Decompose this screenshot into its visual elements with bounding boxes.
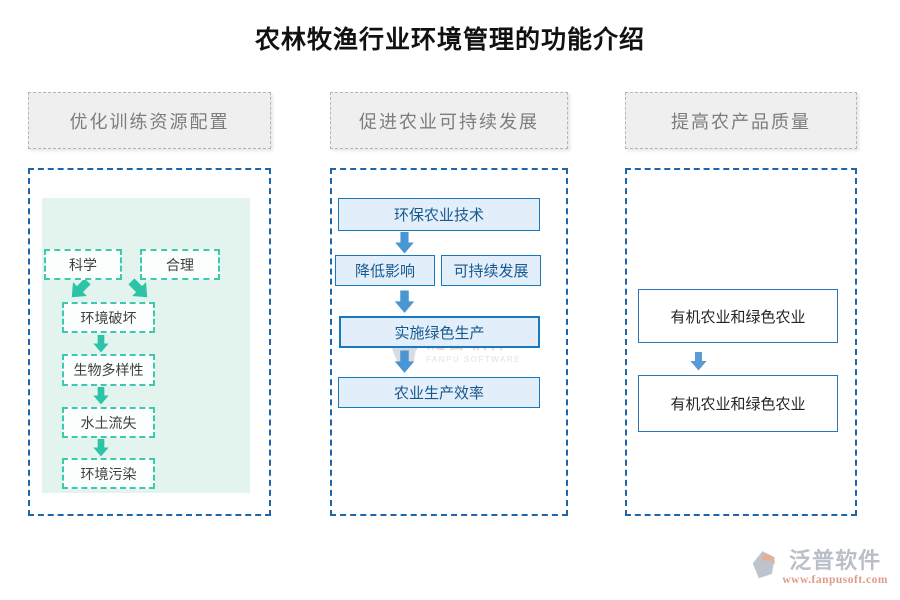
- node-science: 科学: [44, 249, 122, 280]
- arrow-down-icon: [393, 349, 416, 375]
- node-organic-green-agriculture-2: 有机农业和绿色农业: [638, 375, 838, 432]
- column-header-sustainable-development: 促进农业可持续发展: [330, 92, 568, 149]
- node-biodiversity: 生物多样性: [62, 354, 155, 386]
- middle-column-panel: [330, 168, 568, 516]
- footer-website-text: www.fanpusoft.com: [782, 574, 888, 586]
- node-environmental-damage: 环境破坏: [62, 302, 155, 333]
- node-soil-erosion: 水土流失: [62, 407, 155, 438]
- node-environmental-pollution: 环境污染: [62, 458, 155, 489]
- fanpu-footer-logo: 泛普软件 www.fanpusoft.com: [751, 549, 888, 588]
- left-flow-background: [42, 198, 250, 493]
- arrow-down-icon: [393, 289, 416, 315]
- column-header-optimize-resources: 优化训练资源配置: [28, 92, 271, 149]
- arrow-down-left-icon: [123, 273, 156, 306]
- arrow-down-right-icon: [63, 273, 96, 306]
- node-green-production: 实施绿色生产: [339, 316, 540, 348]
- fanpu-logo-icon: [751, 549, 779, 588]
- footer-brand-text: 泛普软件: [789, 548, 882, 573]
- column-header-product-quality: 提高农产品质量: [625, 92, 857, 149]
- arrow-down-icon: [92, 438, 110, 458]
- node-rational: 合理: [140, 249, 220, 280]
- node-reduce-impact: 降低影响: [335, 255, 435, 286]
- node-agri-production-efficiency: 农业生产效率: [338, 377, 540, 408]
- node-organic-green-agriculture-1: 有机农业和绿色农业: [638, 289, 838, 343]
- arrow-down-icon: [393, 232, 416, 254]
- arrow-down-icon: [92, 386, 110, 406]
- right-column-panel: [625, 168, 857, 516]
- node-eco-agri-technology: 环保农业技术: [338, 198, 540, 231]
- watermark-brand-subtext: FANPU SOFTWARE: [426, 355, 521, 364]
- arrow-down-icon: [92, 334, 110, 354]
- node-sustainable-development: 可持续发展: [441, 255, 541, 286]
- left-column-panel: [28, 168, 271, 516]
- arrow-down-icon: [689, 350, 708, 373]
- page-title: 农林牧渔行业环境管理的功能介绍: [254, 27, 645, 54]
